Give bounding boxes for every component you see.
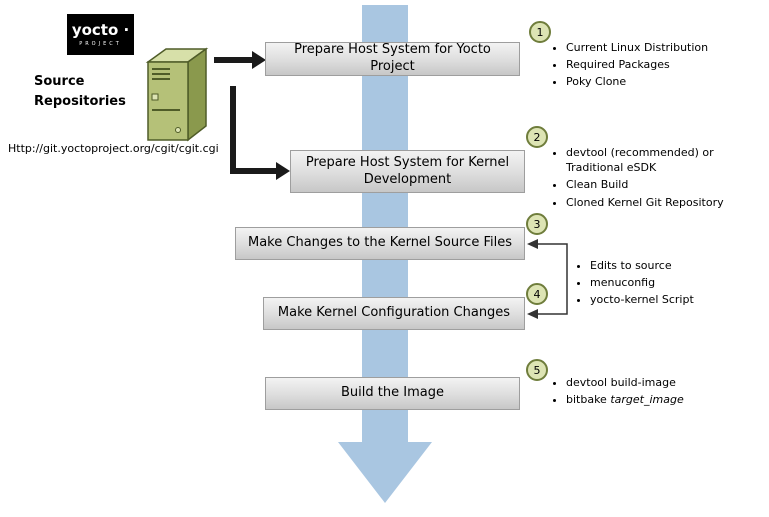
step-5-bullet-list: devtool build-image bitbake target_image [552,375,769,409]
step-box-label: Build the Image [341,385,444,401]
step-box-label: Prepare Host System for Kernel Developme… [305,154,510,187]
source-repositories-server-icon [145,47,209,142]
bullet-item: bitbake target_image [566,392,769,407]
source-repositories-label: Source Repositories [34,74,126,109]
step-box-label: Make Changes to the Kernel Source Files [248,235,512,251]
bullet-item: Required Packages [566,57,769,72]
step-box-build-image: Build the Image [265,377,520,410]
bullet-item: Cloned Kernel Git Repository [566,195,751,210]
bullet-text-prefix: bitbake [566,393,611,407]
step-box-prepare-host-yocto: Prepare Host System for Yocto Project [265,42,520,76]
bullet-item: devtool build-image [566,375,769,390]
bullet-item: menuconfig [590,275,769,290]
step-number-1: 1 [529,21,551,43]
yocto-logo: yocto · PROJECT [67,14,134,55]
step-box-make-source-changes: Make Changes to the Kernel Source Files [235,227,525,260]
bullet-item: Edits to source [590,258,769,273]
steps-3-4-shared-bullet-list: Edits to source menuconfig yocto-kernel … [576,258,769,310]
step-box-prepare-host-kernel: Prepare Host System for Kernel Developme… [290,150,525,193]
step-number-5: 5 [526,359,548,381]
bullet-item: Poky Clone [566,74,769,89]
step-box-label: Prepare Host System for Yocto Project [294,42,491,74]
yocto-logo-text: yocto · [71,20,130,39]
step-1-bullet-list: Current Linux Distribution Required Pack… [552,40,769,92]
bullet-item: Clean Build [566,177,751,192]
source-repositories-url: Http://git.yoctoproject.org/cgit/cgit.cg… [8,142,219,155]
step-number-2: 2 [526,126,548,148]
bullet-item: devtool (recommended) or Traditional eSD… [566,145,751,175]
bullet-text-italic: target_image [610,393,684,407]
step-box-make-config-changes: Make Kernel Configuration Changes [263,297,525,330]
bullet-item: yocto-kernel Script [590,292,769,307]
yocto-logo-subtext: PROJECT [79,40,122,47]
step-2-bullet-list: devtool (recommended) or Traditional eSD… [552,145,751,212]
step-number-3: 3 [526,213,548,235]
step-box-label: Make Kernel Configuration Changes [277,305,511,321]
bullet-item: Current Linux Distribution [566,40,769,55]
step-number-4: 4 [526,283,548,305]
